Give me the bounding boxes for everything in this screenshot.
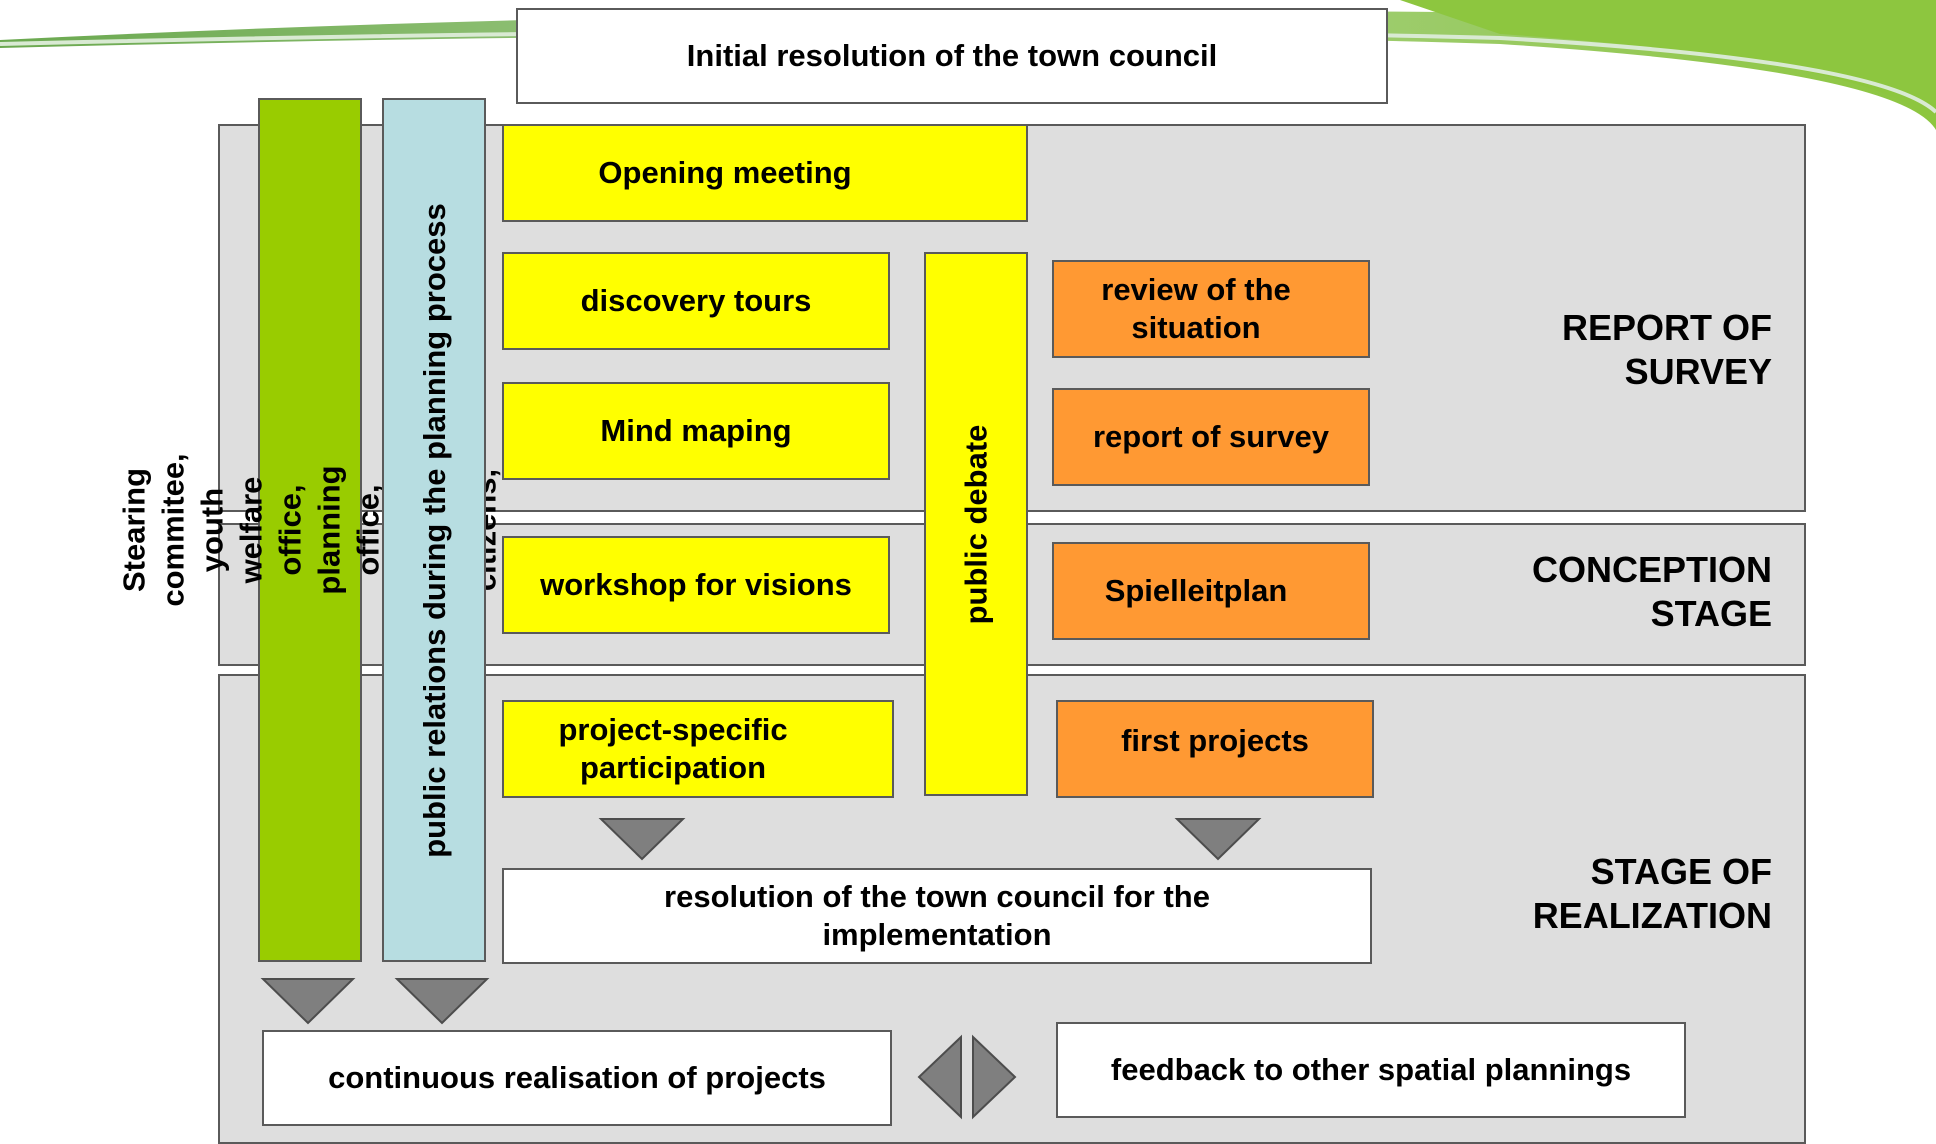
project-specific-participation-box: project-specific participation	[502, 700, 894, 798]
discovery-tours-box: discovery tours	[502, 252, 890, 350]
public-debate-column: public debate	[924, 252, 1028, 796]
public-debate-column-label: public debate	[958, 424, 994, 624]
initial-resolution-box: Initial resolution of the town council	[516, 8, 1388, 104]
spielleitplan-box: Spielleitplan	[1052, 542, 1370, 640]
down-triangle-arrow-icon	[260, 978, 356, 1025]
review-of-situation-box: review of the situation	[1052, 260, 1370, 358]
left-triangle-arrow-icon	[917, 1034, 962, 1120]
public-relations-column-label: public relations during the planning pro…	[416, 202, 452, 858]
stage-label-report-of-survey: REPORT OF SURVEY	[1561, 307, 1772, 392]
stage-label-conception: CONCEPTION STAGE	[1531, 549, 1772, 634]
workshop-for-visions-box: workshop for visions	[502, 536, 890, 634]
public-relations-column: public relations during the planning pro…	[382, 98, 486, 962]
down-triangle-arrow-icon	[1174, 818, 1262, 861]
report-of-survey-box: report of survey	[1052, 388, 1370, 486]
first-projects-box: first projects	[1056, 700, 1374, 798]
stakeholders-column: Stearing commitee, youth welfare office,…	[117, 98, 503, 962]
mind-maping-box: Mind maping	[502, 382, 890, 480]
opening-meeting-box: Opening meeting	[502, 124, 1028, 222]
down-triangle-arrow-icon	[394, 978, 490, 1025]
down-triangle-arrow-icon	[598, 818, 686, 861]
implementation-resolution-box: resolution of the town council for the i…	[502, 868, 1372, 964]
feedback-spatial-plannings-box: feedback to other spatial plannings	[1056, 1022, 1686, 1118]
stage-label-realization: STAGE OF REALIZATION	[1532, 851, 1772, 936]
continuous-realisation-box: continuous realisation of projects	[262, 1030, 892, 1126]
right-triangle-arrow-icon	[972, 1034, 1017, 1120]
